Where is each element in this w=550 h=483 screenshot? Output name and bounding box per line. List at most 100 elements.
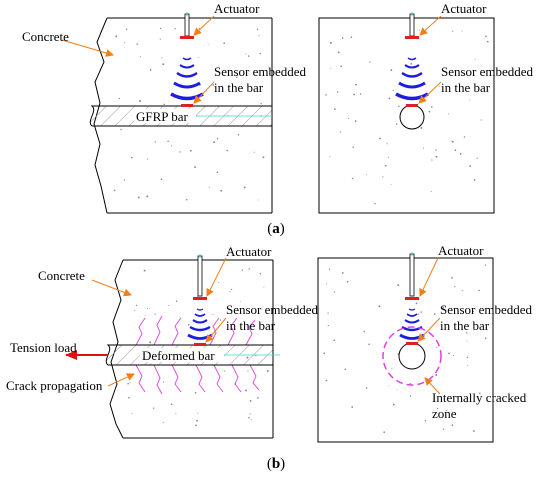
aggregate-speck — [257, 397, 259, 399]
wave-4 — [189, 325, 211, 332]
aggregate-speck — [113, 189, 116, 192]
aggregate-speck — [327, 324, 329, 327]
aggregate-speck — [248, 268, 250, 270]
aggregate-speck — [461, 290, 463, 292]
aggregate-speck — [436, 346, 438, 348]
aggregate-speck — [328, 268, 331, 270]
concrete-leader-arrow — [61, 39, 114, 57]
aggregate-speck — [365, 173, 367, 175]
aggregate-speck — [418, 30, 420, 32]
aggregate-speck — [154, 141, 156, 143]
aggregate-speck — [438, 86, 440, 88]
wave-3 — [401, 71, 423, 78]
aggregate-speck — [467, 365, 469, 367]
aggregate-speck — [212, 313, 214, 316]
aggregate-speck — [354, 120, 357, 122]
aggregate-speck — [152, 407, 155, 409]
aggregate-speck — [143, 269, 146, 272]
wave-3 — [192, 319, 208, 324]
aggregate-speck — [472, 310, 474, 313]
aggregate-speck — [334, 108, 336, 110]
aggregate-speck — [430, 190, 432, 192]
aggregate-speck — [149, 69, 152, 71]
cracked-zone-label-line1: Internally cracked — [432, 390, 527, 405]
actuator — [193, 297, 207, 300]
actuator-rod — [197, 255, 203, 297]
aggregate-speck — [352, 146, 354, 148]
actuator-leader-arrow — [193, 15, 215, 36]
aggregate-speck — [128, 396, 130, 399]
crack-9 — [171, 364, 182, 393]
aggregate-speck — [344, 368, 347, 371]
aggregate-speck — [397, 284, 400, 287]
aggregate-speck — [247, 370, 249, 372]
aggregate-speck — [123, 179, 126, 181]
wave-2 — [194, 313, 206, 317]
concrete-leader-arrow — [91, 279, 132, 297]
aggregate-speck — [396, 389, 398, 391]
crack-8 — [153, 364, 163, 395]
aggregate-speck — [448, 352, 450, 355]
bar-label: Deformed bar — [142, 348, 215, 363]
aggregate-speck — [245, 53, 247, 55]
aggregate-speck — [216, 137, 219, 140]
aggregate-speck — [452, 354, 455, 357]
aggregate-speck — [420, 126, 423, 129]
aggregate-speck — [131, 413, 133, 415]
aggregate-speck — [409, 382, 411, 385]
aggregate-speck — [139, 100, 142, 102]
aggregate-speck — [162, 421, 164, 423]
actuator-label: Actuator — [214, 1, 260, 16]
aggregate-speck — [463, 136, 466, 138]
actuator-leader-arrow — [419, 257, 439, 297]
crack-11 — [213, 364, 224, 393]
crack-3 — [171, 317, 182, 346]
aggregate-speck — [136, 43, 138, 45]
aggregate-speck — [124, 42, 126, 44]
aggregate-speck — [350, 36, 353, 39]
aggregate-speck — [398, 105, 400, 108]
aggregate-speck — [337, 51, 340, 54]
aggregate-speck — [435, 155, 438, 158]
aggregate-speck — [330, 68, 332, 70]
aggregate-speck — [218, 282, 220, 283]
aggregate-speck — [466, 340, 468, 342]
aggregate-speck — [469, 99, 471, 101]
aggregate-speck — [466, 401, 468, 403]
embedded-sensor — [181, 104, 193, 107]
panel-b-left: Deformed bar Concrete Actuator Sensor em… — [6, 244, 319, 439]
aggregate-speck — [258, 35, 260, 37]
aggregate-speck — [243, 186, 246, 189]
tension-load-label: Tension load — [10, 340, 77, 355]
crack-6 — [245, 319, 256, 346]
aggregate-speck — [447, 113, 449, 115]
aggregate-speck — [452, 30, 454, 32]
aggregate-speck — [260, 102, 262, 105]
crack-propagation-label: Crack propagation — [6, 378, 103, 393]
aggregate-speck — [442, 428, 445, 430]
aggregate-speck — [170, 145, 173, 147]
aggregate-speck — [115, 35, 118, 38]
aggregate-speck — [478, 392, 481, 395]
sensor-label-line2: in the bar — [214, 80, 264, 95]
aggregate-speck — [386, 143, 388, 145]
aggregate-speck — [147, 308, 148, 309]
aggregate-speck — [348, 117, 350, 119]
aggregate-speck — [415, 302, 418, 305]
sensor-label-line1: Sensor embedded — [226, 302, 319, 317]
aggregate-speck — [461, 30, 463, 32]
aggregate-speck — [333, 339, 336, 342]
bar-label: GFRP bar — [136, 109, 189, 124]
aggregate-speck — [431, 159, 433, 161]
wave-4 — [173, 81, 201, 89]
aggregate-speck — [266, 370, 269, 372]
aggregate-speck — [160, 178, 163, 181]
aggregate-speck — [351, 177, 354, 180]
panel-a-left: GFRP bar Concrete Actuator Sensor embedd… — [22, 1, 307, 214]
aggregate-speck — [383, 431, 386, 434]
aggregate-speck — [486, 40, 489, 43]
aggregate-speck — [190, 149, 192, 152]
sensor-leader-arrow — [193, 81, 215, 104]
aggregate-speck — [196, 419, 198, 422]
aggregate-speck — [170, 403, 173, 406]
